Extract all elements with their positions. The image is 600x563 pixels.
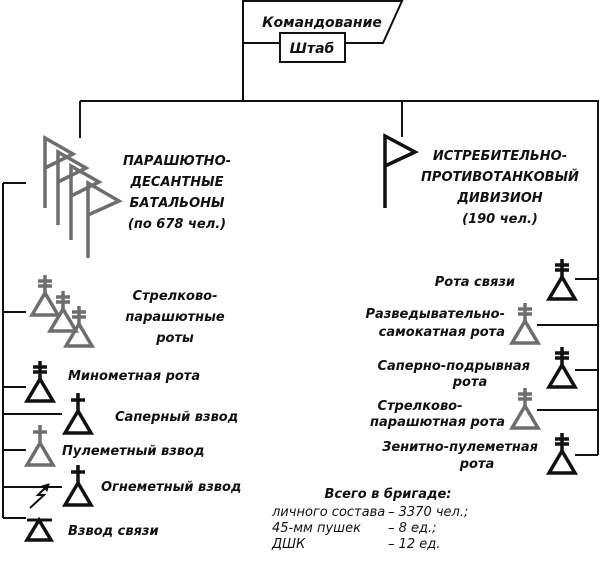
- staff-label: Штаб: [290, 41, 335, 57]
- totals-value: – 3370 чел.;: [388, 505, 468, 520]
- label-sapper-platoon: Саперный взвод: [115, 410, 238, 425]
- flamethrower-platoon-icon: [63, 463, 93, 507]
- label-line: (по 678 чел.): [128, 217, 226, 232]
- label-line: (190 чел.): [462, 212, 538, 227]
- label-aa-mg-company: Зенитно-пулеметная: [382, 440, 538, 455]
- label-aa-mg-company: рота: [459, 457, 495, 472]
- label-rifle-companies: Стрелково-: [132, 289, 217, 304]
- sapper-platoon-icon: [63, 391, 93, 435]
- company-icon: [30, 273, 60, 317]
- engineer-company-icon: [547, 345, 577, 389]
- label-signal-platoon: Взвод связи: [68, 524, 159, 539]
- totals-label: ДШК: [271, 537, 306, 552]
- staff-box: [279, 32, 346, 63]
- battalion-flags-icon: [43, 134, 123, 258]
- antitank-label: ИСТРЕБИТЕЛЬНО- ПРОТИВОТАНКОВЫЙ ДИВИЗИОН …: [421, 149, 579, 227]
- label-recon-company: самокатная рота: [379, 325, 505, 340]
- label-mg-platoon: Пулеметный взвод: [62, 444, 204, 459]
- signal-platoon-icon: [23, 483, 55, 542]
- totals-label: 45-мм пушек: [272, 521, 361, 536]
- label-rifle-companies: роты: [155, 331, 194, 346]
- label-flamethrower-platoon: Огнеметный взвод: [101, 480, 241, 495]
- label-engineer-company: рота: [452, 375, 488, 390]
- mg-platoon-icon: [25, 423, 55, 467]
- label-engineer-company: Саперно-подрывная: [377, 359, 530, 374]
- aa-mg-company-icon: [547, 431, 577, 475]
- flag-icon: [86, 179, 123, 258]
- antitank-flag-icon: [383, 133, 419, 208]
- company-icon: [64, 304, 94, 348]
- label-line: ДЕСАНТНЫЕ: [129, 175, 223, 190]
- label-mortar-company: Минометная рота: [68, 369, 200, 384]
- command-symbol: Командование Штаб: [242, 0, 404, 101]
- label-rifle-companies: парашютные: [125, 310, 225, 325]
- flag-icon: [383, 133, 419, 208]
- rifle-company-icon: [510, 386, 540, 430]
- brigade-totals: Всего в бригаде: личного состава – 3370 …: [271, 487, 468, 552]
- label-line: ДИВИЗИОН: [456, 191, 542, 206]
- recon-company-icon: [510, 301, 540, 345]
- totals-label: личного состава: [271, 505, 385, 520]
- label-line: ПАРАШЮТНО-: [123, 154, 231, 169]
- connectors: [2, 100, 599, 519]
- rifle-companies-icon: [30, 273, 94, 348]
- label-line: БАТАЛЬОНЫ: [129, 196, 225, 211]
- flag-icon: [69, 162, 103, 240]
- signal-company-icon: [547, 257, 577, 301]
- label-line: ПРОТИВОТАНКОВЫЙ: [421, 169, 579, 185]
- command-title: Командование: [262, 15, 382, 31]
- totals-value: – 8 ед.;: [388, 521, 437, 536]
- brigade-subunit-labels: Рота связи Разведывательно- самокатная р…: [365, 275, 538, 472]
- mortar-company-icon: [25, 359, 55, 403]
- label-rifle-company: парашютная рота: [370, 415, 505, 430]
- battalion-subunit-labels: Стрелково- парашютные роты Минометная ро…: [62, 289, 241, 539]
- totals-value: – 12 ед.: [388, 537, 440, 552]
- totals-heading: Всего в бригаде:: [324, 487, 451, 502]
- label-recon-company: Разведывательно-: [365, 307, 505, 322]
- label-rifle-company: Стрелково-: [377, 399, 462, 414]
- label-line: ИСТРЕБИТЕЛЬНО-: [433, 149, 567, 164]
- battalions-label: ПАРАШЮТНО- ДЕСАНТНЫЕ БАТАЛЬОНЫ (по 678 ч…: [123, 154, 231, 232]
- label-signal-company: Рота связи: [435, 275, 515, 290]
